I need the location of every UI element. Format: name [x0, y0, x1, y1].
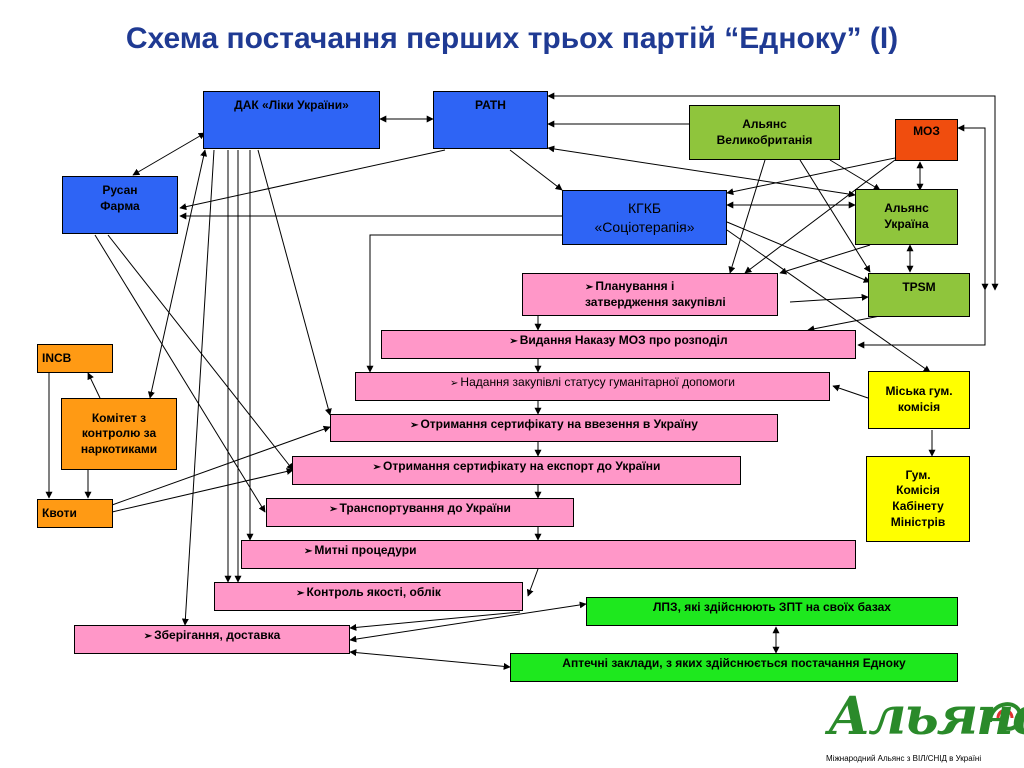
destination-pharmacies: Аптечні заклади, з яких здійснюється пос… [510, 653, 958, 682]
step-quality-control: ➢Контроль якості, облік [214, 582, 523, 611]
node-quotas: Квоти [37, 499, 113, 528]
node-dak: ДАК «Ліки України» [203, 91, 380, 149]
alliance-logo-icon [988, 702, 1022, 731]
node-alliance-ua: Альянс Україна [855, 189, 958, 245]
step-transportation: ➢Транспортування до України [266, 498, 574, 527]
node-tpsm: TPSM [868, 273, 970, 317]
node-committee: Комітет з контролю за наркотиками [61, 398, 177, 470]
page-title: Схема постачання перших трьох партій “Ед… [125, 22, 899, 55]
step-export-certificate: ➢Отримання сертифікату на експорт до Укр… [292, 456, 741, 485]
node-cabinet-commission: Гум. Комісія Кабінету Міністрів [866, 456, 970, 542]
node-rusan: Русан Фарма [62, 176, 178, 234]
destination-lpz: ЛПЗ, які здійснюють ЗПТ на своїх базах [586, 597, 958, 626]
node-path: PATH [433, 91, 548, 149]
step-import-certificate: ➢Отримання сертифікату на ввезення в Укр… [330, 414, 778, 442]
node-incb: INCB [37, 344, 113, 373]
step-humanitarian-status: ➢Надання закупівлі статусу гуманітарної … [355, 372, 830, 401]
step-customs: ➢Митні процедури [241, 540, 856, 569]
node-kgkb: КГКБ «Соціотерапія» [562, 190, 727, 245]
logo-tagline: Міжнародний Альянс з ВІЛ/СНІД в Україні [826, 754, 982, 763]
step-planning: ➢Планування і затвердження закупівлі [522, 273, 778, 316]
node-alliance-uk: Альянс Великобританія [689, 105, 840, 160]
step-moz-order: ➢Видання Наказу МОЗ про розподіл [381, 330, 856, 359]
logo-wordmark: Альянс [828, 686, 1024, 747]
step-storage-delivery: ➢Зберігання, доставка [74, 625, 350, 654]
node-moz: МОЗ [895, 119, 958, 161]
node-city-commission: Міська гум. комісія [868, 371, 970, 429]
